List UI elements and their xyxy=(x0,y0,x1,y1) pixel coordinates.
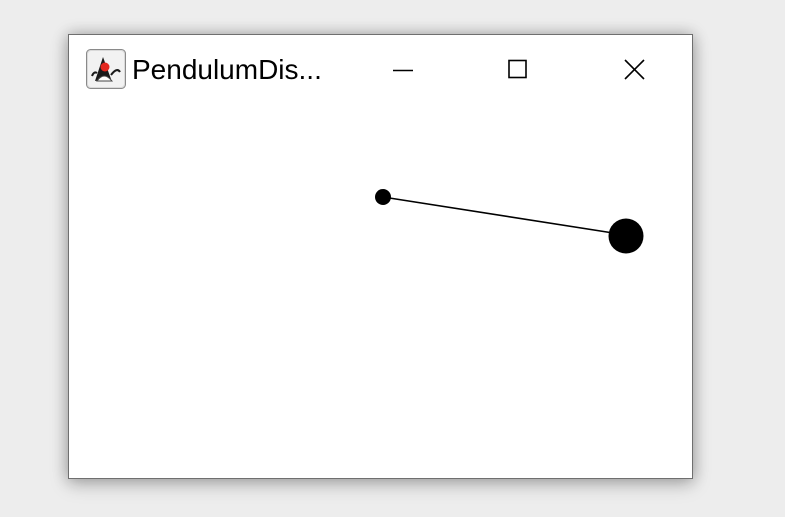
java-duke-icon[interactable] xyxy=(86,49,126,89)
window-title: PendulumDis... xyxy=(132,54,322,85)
close-icon xyxy=(624,59,645,80)
minimize-icon xyxy=(393,69,413,72)
pendulum-pivot xyxy=(375,189,391,205)
pendulum-rod xyxy=(382,196,627,236)
close-button[interactable] xyxy=(601,45,667,95)
title-bar[interactable]: PendulumDis... xyxy=(69,35,692,105)
maximize-icon xyxy=(508,59,527,79)
pendulum-bob xyxy=(608,218,644,254)
maximize-button[interactable] xyxy=(484,45,550,95)
pendulum-window: PendulumDis... xyxy=(68,34,693,479)
pendulum-canvas xyxy=(375,189,644,254)
minimize-button[interactable] xyxy=(369,45,435,95)
